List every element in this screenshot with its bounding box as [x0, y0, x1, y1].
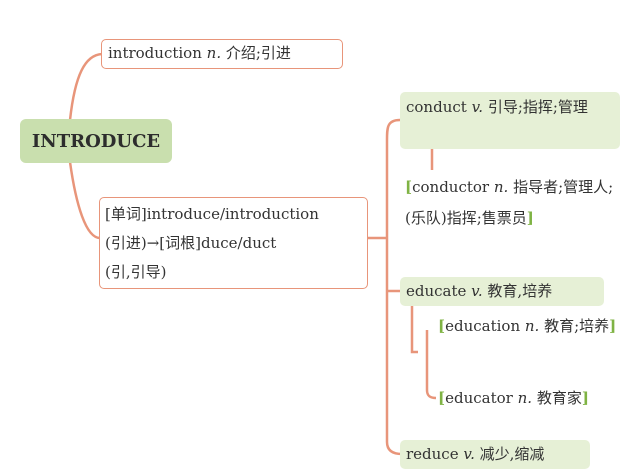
educator-node: [educator n. 教育家] [438, 383, 634, 413]
education-open-bracket: [ [438, 317, 446, 335]
introduction-node: introduction n. 介绍;引进 [101, 39, 343, 69]
conductor-open-bracket: [ [405, 178, 413, 196]
conductor-meaning: 指导者;管理人;(乐队)指挥;售票员 [405, 178, 614, 227]
conduct-node: conduct v. 引导;指挥;管理 [400, 92, 620, 149]
educate-meaning: 教育,培养 [487, 282, 553, 300]
etymology-meaning: (引进) [105, 234, 147, 252]
educator-open-bracket: [ [438, 389, 446, 407]
introduction-word: introduction [108, 44, 202, 62]
introduction-pos: n. [206, 44, 222, 62]
arrow-icon: → [146, 234, 160, 252]
education-meaning: 教育;培养 [544, 317, 610, 335]
root-node: INTRODUCE [20, 119, 172, 163]
etymology-word-pair: introduce/introduction [146, 205, 319, 223]
reduce-meaning: 减少,缩减 [479, 445, 545, 463]
conduct-meaning: 引导;指挥;管理 [487, 98, 588, 116]
educator-word: educator [445, 389, 513, 407]
etymology-root-meaning: (引,引导) [105, 263, 167, 281]
reduce-node: reduce v. 减少,缩减 [400, 440, 590, 469]
etymology-root-pair: duce/duct [201, 234, 277, 252]
educator-meaning: 教育家 [536, 389, 582, 407]
root-label: INTRODUCE [31, 130, 161, 152]
conductor-close-bracket: ] [526, 209, 534, 227]
introduction-meaning: 介绍;引进 [225, 44, 291, 62]
educate-word: educate [406, 282, 467, 300]
conduct-pos: v. [471, 98, 484, 116]
conduct-word: conduct [406, 98, 467, 116]
connector-educate-children [410, 304, 418, 354]
connector-root-introduction [68, 52, 103, 121]
etymology-node: [单词]introduce/introduction (引进)→[词根]duce… [99, 197, 368, 289]
connector-educator [425, 330, 437, 400]
education-node: [education n. 教育;培养] [438, 311, 634, 341]
education-close-bracket: ] [609, 317, 617, 335]
reduce-word: reduce [406, 445, 459, 463]
educate-node: educate v. 教育,培养 [400, 277, 604, 306]
reduce-pos: v. [463, 445, 475, 463]
educator-pos: n. [517, 389, 533, 407]
etymology-tag-root: [词根] [159, 234, 202, 252]
conductor-node: [conductor n. 指导者;管理人;(乐队)指挥;售票员] [405, 172, 633, 234]
educator-close-bracket: ] [581, 389, 589, 407]
etymology-tag-word: [单词] [105, 205, 147, 223]
conductor-word: conductor [412, 178, 490, 196]
conductor-pos: n. [493, 178, 509, 196]
educate-pos: v. [471, 282, 483, 300]
education-word: education [445, 317, 521, 335]
education-pos: n. [524, 317, 540, 335]
connector-root-etymology [68, 161, 101, 240]
